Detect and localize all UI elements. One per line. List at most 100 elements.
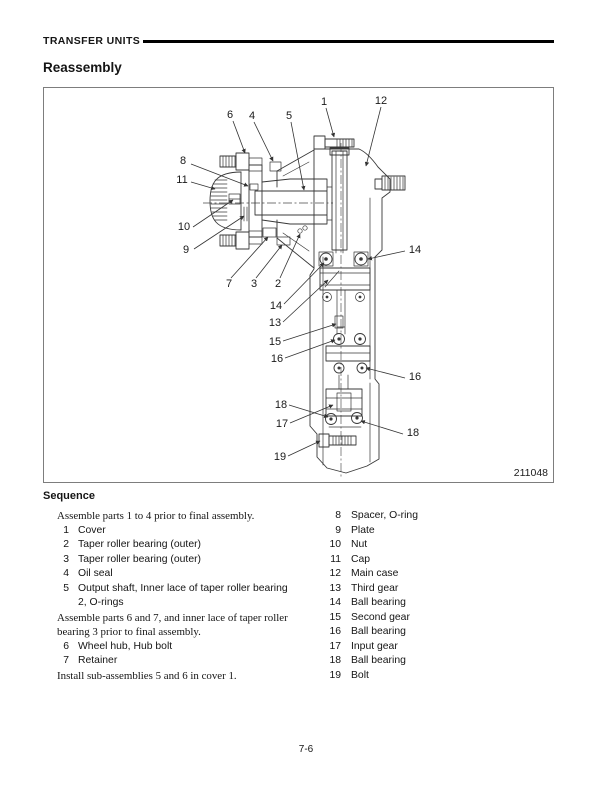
part-name: Plate xyxy=(351,524,375,536)
callout-label: 7 xyxy=(226,278,232,290)
part-name: Second gear xyxy=(351,611,410,623)
callout-label: 9 xyxy=(183,244,189,256)
part-number: 2 xyxy=(63,539,69,550)
parts-list-item: 15 Second gear xyxy=(319,611,555,626)
part-number: 8 xyxy=(335,510,341,521)
part-name: Ball bearing xyxy=(351,626,406,637)
page-title: Reassembly xyxy=(43,60,122,75)
part-number: 12 xyxy=(329,568,341,579)
callout-label: 3 xyxy=(251,278,257,290)
part-name: Bolt xyxy=(351,669,369,681)
part-name: Spacer, O-ring xyxy=(351,510,418,521)
leader-line xyxy=(232,120,246,154)
callout-label: 4 xyxy=(249,110,255,122)
parts-list-item: 16 Ball bearing xyxy=(319,625,555,640)
parts-list-item: 19 Bolt xyxy=(319,669,555,684)
part-number: 1 xyxy=(63,524,69,536)
callout-label: 1 xyxy=(321,96,327,108)
leader-line xyxy=(253,121,274,162)
callout-label: 14 xyxy=(409,244,421,256)
leader-line xyxy=(282,279,329,323)
leader-line xyxy=(193,215,245,250)
leader-line xyxy=(255,244,283,279)
parts-list-continuation: 2, O-rings xyxy=(78,597,124,608)
part-name: Cover xyxy=(78,524,106,536)
parts-list-item: 10 Nut xyxy=(319,538,555,553)
leader-line xyxy=(367,250,406,261)
callout-label: 2 xyxy=(275,278,281,290)
header-rule xyxy=(143,40,554,43)
parts-list-item: 5 Output shaft, Inner lace of taper rolle… xyxy=(57,582,303,597)
part-number: 5 xyxy=(63,582,69,594)
assembly-note: Install sub-assemblies 5 and 6 in cover … xyxy=(57,669,237,682)
leader-line xyxy=(325,107,336,138)
callout-label: 13 xyxy=(269,317,281,329)
leader-line xyxy=(190,181,216,191)
part-name: Nut xyxy=(351,539,368,550)
part-number: 6 xyxy=(63,640,69,652)
part-number: 11 xyxy=(330,553,341,565)
parts-list-item: 4 Oil seal xyxy=(57,567,303,582)
parts-list-item: 1 Cover xyxy=(57,524,303,539)
figure-frame xyxy=(43,87,554,483)
parts-list-item: 8 Spacer, O-ring xyxy=(319,509,555,524)
part-name: Main case xyxy=(351,568,399,579)
leader-line xyxy=(230,236,269,279)
parts-list-item: 11 Cap xyxy=(319,553,555,568)
callout-label: 5 xyxy=(286,110,292,122)
callout-label: 11 xyxy=(176,174,187,186)
callout-label: 18 xyxy=(275,399,287,411)
leader-line xyxy=(360,420,404,435)
part-number: 4 xyxy=(63,568,69,579)
assembly-note: bearing 3 prior to final assembly. xyxy=(57,626,201,638)
callout-label: 8 xyxy=(180,155,186,167)
leader-line xyxy=(288,404,329,418)
part-number: 7 xyxy=(63,655,69,666)
assembly-note: Assemble parts 6 and 7, and inner lace o… xyxy=(57,611,288,624)
part-name: Cap xyxy=(351,553,371,565)
sequence-heading: Sequence xyxy=(43,490,95,502)
callout-label: 16 xyxy=(409,371,421,383)
callout-label: 10 xyxy=(178,221,190,233)
part-number: 10 xyxy=(329,539,341,550)
part-number: 9 xyxy=(335,524,341,536)
leader-line xyxy=(287,440,321,457)
sequence-right-column: 8 Spacer, O-ring 9 Plate 10 Nut 11 Cap 12 Main ca… xyxy=(305,509,555,683)
leader-line xyxy=(290,121,306,191)
page-number: 7-6 xyxy=(298,744,314,755)
callout-label: 16 xyxy=(271,353,283,365)
part-name: Ball bearing xyxy=(351,597,406,608)
parts-list-item: 13 Third gear xyxy=(319,582,555,597)
leader-line xyxy=(282,323,337,342)
part-name: Third gear xyxy=(351,582,399,594)
part-name: Oil seal xyxy=(78,568,113,579)
assembly-note: Assemble parts 1 to 4 prior to final ass… xyxy=(57,510,255,522)
parts-list-item: 12 Main case xyxy=(319,567,555,582)
callout-label: 6 xyxy=(227,109,233,121)
part-number: 19 xyxy=(329,669,341,681)
leader-line xyxy=(283,262,325,305)
leader-line xyxy=(289,404,334,424)
callout-label: 17 xyxy=(276,418,288,430)
part-number: 13 xyxy=(329,582,341,594)
leader-line xyxy=(192,199,234,228)
leader-line xyxy=(190,163,249,187)
part-name: Retainer xyxy=(78,655,118,666)
leader-line xyxy=(279,233,301,279)
leader-line xyxy=(365,366,406,379)
parts-list-item: 9 Plate xyxy=(319,524,555,539)
part-number: 17 xyxy=(329,640,341,652)
part-number: 16 xyxy=(329,626,341,637)
transfer-unit-section-drawing xyxy=(203,135,406,479)
part-name: Output shaft, Inner lace of taper roller… xyxy=(78,582,288,594)
part-number: 15 xyxy=(329,611,341,623)
part-name: Wheel hub, Hub bolt xyxy=(78,640,173,652)
